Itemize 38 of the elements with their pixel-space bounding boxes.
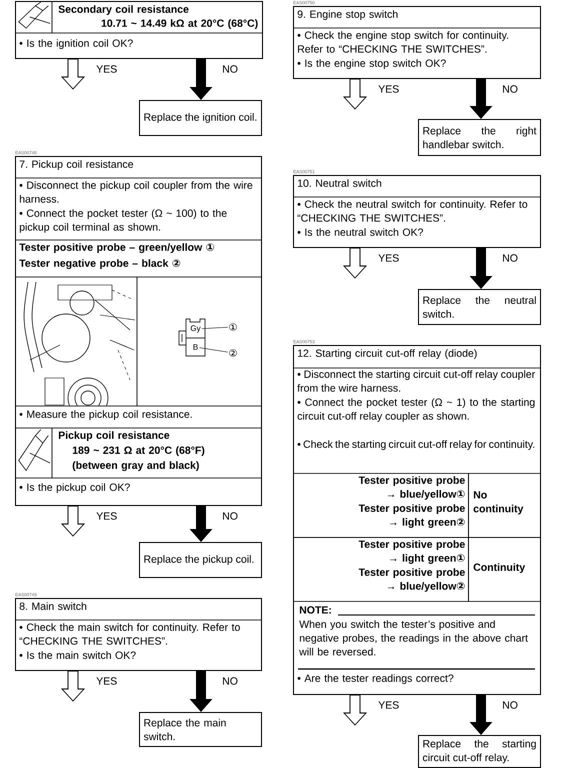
step-box: 10. Neutral switch • Check the neutral switch for continuity. Refer to “CHECKING THE SWITCHES”. • Is the neutral switch OK? xyxy=(292,175,541,248)
step-box: 9. Engine stop switch • Check the engine stop switch for continuity. Refer to “CHECKING THE SWITCHES”. • Is the engine stop switch OK? xyxy=(292,6,541,79)
edge-label: NO xyxy=(223,677,238,685)
action-box: Replace the ignition coil. xyxy=(139,100,262,136)
block-arrow xyxy=(342,248,368,279)
action-box: Replace the neutral switch. xyxy=(418,289,541,325)
action-box: Replace the right handlebar switch. xyxy=(418,119,541,156)
edge-label: NO xyxy=(503,701,518,709)
edge-label: NO xyxy=(503,85,518,93)
table-cell: Continuity xyxy=(468,537,541,602)
table-cell: No continuity xyxy=(468,473,541,538)
action-box: Replace the main switch. xyxy=(139,712,262,747)
pin-label: B xyxy=(194,344,198,350)
leader-line xyxy=(199,347,228,352)
edge-label: YES xyxy=(378,254,399,262)
block-arrow xyxy=(60,58,86,90)
block-arrow xyxy=(60,670,86,702)
pin-label: Gy xyxy=(190,325,201,333)
edge-label: YES xyxy=(378,701,399,709)
edge-label: YES xyxy=(96,512,117,520)
edge-label: NO xyxy=(503,254,518,262)
block-arrow xyxy=(342,694,368,726)
edge-label: YES xyxy=(96,65,117,73)
edge-label: NO xyxy=(223,65,238,73)
callout-number: ② xyxy=(229,349,237,357)
leader-line xyxy=(202,327,228,329)
block-arrow xyxy=(342,78,368,110)
edge-label: YES xyxy=(96,677,117,685)
callout-number: ① xyxy=(229,323,237,331)
edge-label: NO xyxy=(223,512,238,520)
action-box: Replace the pickup coil. xyxy=(139,542,262,578)
block-arrow xyxy=(60,506,86,537)
action-box: Replace the starting circuit cut-off relay. xyxy=(418,735,541,768)
table-cell: Tester positive probe → blue/yellow① Tester positive probe → light green② xyxy=(293,473,469,538)
step-box: 8. Main switch • Check the main switch for continuity. Refer to “CHECKING THE SWITCHES”. • Is the main switch OK? xyxy=(14,598,262,671)
edge-label: YES xyxy=(378,85,399,93)
step-box: Secondary coil resistance 10.71 ~ 14.49 kΩ at 20°C (68°C) • Is the ignition coil OK? xyxy=(14,0,263,59)
table-cell: Tester positive probe → light green① Tester positive probe → blue/yellow② xyxy=(293,537,469,602)
